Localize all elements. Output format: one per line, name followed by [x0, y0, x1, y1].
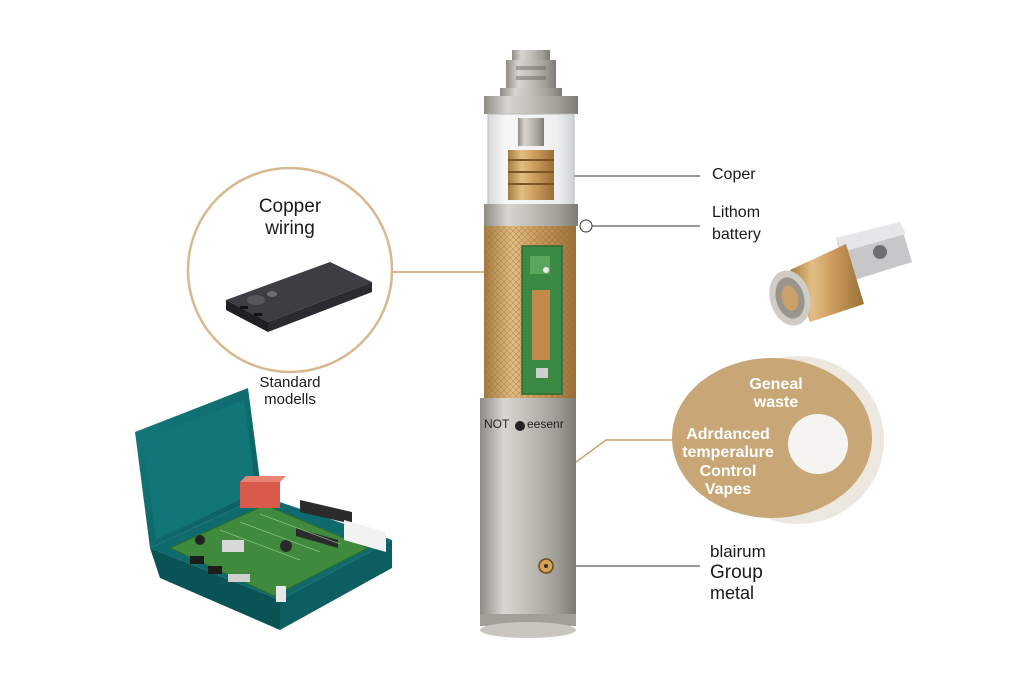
device-brand-right: eesenr: [527, 417, 564, 432]
group-metal-label: blairum Group metal: [710, 542, 766, 604]
vape-pen-icon: [480, 50, 578, 638]
device-brand-left: NOT: [484, 417, 510, 432]
lithium-battery-label: Lithom battery: [712, 202, 761, 247]
copper-wiring-line1: Copper: [258, 196, 322, 217]
brand-text-left: NOT: [484, 417, 510, 431]
circuit-board-icon: [135, 388, 392, 630]
copper-wiring-label: Copper wiring: [238, 196, 342, 240]
group-metal-line2: Group: [710, 561, 763, 583]
copper-wiring-magnifier: [186, 166, 394, 374]
standard-models-label: Standard modells: [240, 374, 340, 409]
copper-wiring-line2: wiring: [265, 217, 315, 239]
advanced-temperature-line3: Control: [699, 462, 757, 480]
group-metal-line1: blairum: [710, 542, 766, 561]
general-waste-line1: Geneal: [749, 376, 803, 393]
lithium-battery-line2: battery: [712, 226, 761, 244]
microchip-icon: [226, 262, 372, 332]
temperature-disc: [672, 356, 884, 524]
battery-leader-marker: [579, 219, 593, 233]
lithium-battery-line1: Lithom: [712, 204, 761, 221]
coper-text: Coper: [712, 166, 756, 183]
advanced-temperature-line1: Adrdanced: [686, 426, 770, 443]
brand-logo-icon: [515, 421, 525, 431]
coper-label: Coper: [712, 166, 756, 184]
group-metal-line3: metal: [710, 583, 755, 604]
advanced-temperature-line2: temperalure: [682, 444, 774, 462]
advanced-temperature-label: Adrdanced temperalure Control Vapes: [666, 426, 790, 500]
advanced-temperature-line4: Vapes: [704, 481, 752, 499]
brand-text-right: eesenr: [527, 417, 564, 431]
callout-lines: [390, 271, 690, 466]
atomizer-coil-icon: [769, 222, 912, 326]
standard-models-line1: Standard: [259, 374, 321, 391]
general-waste-label: Geneal waste: [726, 376, 826, 413]
general-waste-line2: waste: [753, 394, 799, 412]
standard-models-line2: modells: [264, 391, 316, 409]
advanced-temp-leader: [571, 439, 690, 466]
